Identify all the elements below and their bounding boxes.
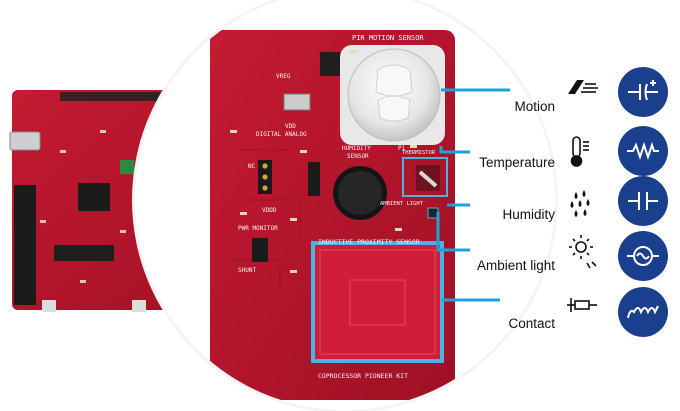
- label-ambient-light: Ambient light: [476, 258, 555, 273]
- silk-nc: NC: [248, 163, 256, 170]
- board-button-1: [42, 300, 56, 312]
- label-contact: Contact: [508, 316, 555, 331]
- header-pins: [252, 160, 320, 262]
- silk-kit: COPROCESSOR PIONEER KIT: [318, 372, 408, 380]
- label-temperature: Temperature: [479, 155, 555, 170]
- badge-capacitor[interactable]: [618, 176, 668, 226]
- resistor-icon: [627, 141, 659, 161]
- silk-vreg: VREG: [276, 73, 291, 80]
- magnified-view: PIR MOTION SENSOR VREG DIGITAL ANALOG HU…: [132, 0, 558, 411]
- callout-ambient: [436, 212, 470, 252]
- board-button-2: [132, 300, 146, 312]
- silk-vddd: VDDD: [262, 207, 277, 214]
- callout-temperature: [439, 146, 470, 154]
- silk-digital-analog: DIGITAL ANALOG: [256, 131, 307, 138]
- pwr-monitor-jumper: [252, 238, 268, 262]
- pir-chip: [320, 52, 342, 76]
- callout-lines: [436, 88, 510, 302]
- silk-thermistor: THERMISTOR: [402, 150, 436, 156]
- badge-ac-source[interactable]: [618, 231, 668, 281]
- label-humidity: Humidity: [502, 207, 555, 222]
- badge-inductor[interactable]: [618, 287, 668, 337]
- thermistor-outline: [402, 157, 448, 197]
- switch-icon: [567, 298, 597, 312]
- silk-humidity: HUMIDITY: [342, 145, 371, 152]
- digital-analog-switch: [283, 93, 311, 111]
- silk-shunt: SHUNT: [238, 267, 256, 274]
- top-header: [60, 92, 250, 101]
- capacitor-polarized-icon: [628, 80, 658, 101]
- connector-block: [54, 245, 114, 261]
- thermometer-icon: [570, 136, 589, 167]
- ac-source-icon: [627, 246, 659, 266]
- green-part: [120, 160, 134, 174]
- sun-icon: [569, 235, 597, 269]
- badge-resistor[interactable]: [618, 126, 668, 176]
- left-header: [14, 185, 36, 305]
- motion-icon: [568, 80, 598, 94]
- proximity-pad: [311, 241, 444, 363]
- silk-ambient: AMBIENT LIGHT: [380, 201, 424, 207]
- main-chip: [78, 183, 110, 211]
- silk-pir: PIR MOTION SENSOR: [352, 34, 424, 42]
- silk-pwr: PWR MONITOR: [238, 225, 278, 232]
- capacitor-icon: [628, 192, 658, 210]
- silk-p1: P1: [398, 145, 406, 152]
- inductor-icon: [627, 305, 659, 319]
- label-motion: Motion: [514, 99, 555, 114]
- silk-sensor: SENSOR: [347, 153, 369, 160]
- badge-capacitor-polarized[interactable]: [618, 67, 668, 117]
- droplets-icon: [570, 190, 590, 217]
- usb-connector: [9, 131, 41, 151]
- silk-vdd: VDD: [285, 123, 296, 130]
- silk-prox: INDUCTIVE PROXIMITY SENSOR: [318, 238, 420, 246]
